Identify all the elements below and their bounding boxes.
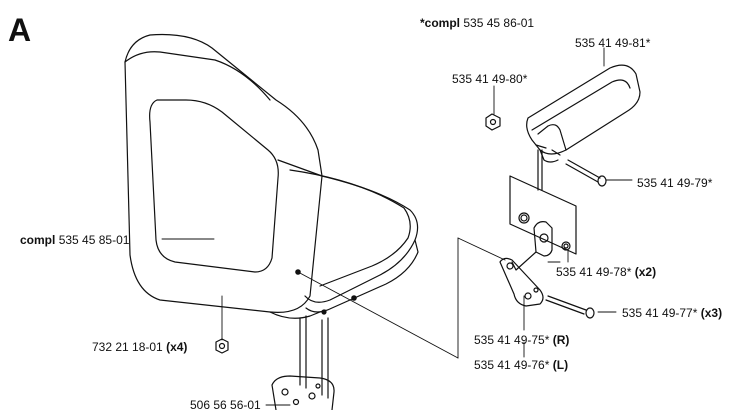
bolt-short (545, 295, 595, 319)
seat-cushion-outline (277, 159, 419, 303)
seat-rail-left (299, 315, 307, 389)
armrest-bracket (499, 221, 553, 307)
label-bracket-right: 535 41 49-75* (R) (474, 333, 570, 347)
bracket-plate (509, 175, 577, 255)
slide-rail-base (271, 375, 335, 410)
label-armrest-compl: *compl 535 45 86-01 (420, 16, 535, 30)
armrest-nut (485, 113, 501, 131)
bolt-long (535, 144, 607, 187)
seat-illustration (124, 33, 419, 410)
armrest-pad-illustration (526, 64, 641, 163)
label-armrest-pad: 535 41 49-81* (575, 36, 651, 50)
label-washer-bracket: 535 41 49-78* (x2) (556, 265, 657, 279)
label-bolt-long: 535 41 49-79* (637, 176, 713, 190)
label-slide-rail: 506 56 56-01 (190, 398, 261, 412)
seat-backrest-inner (149, 99, 279, 273)
seat-backrest-outline (124, 33, 323, 314)
section-letter: A (8, 12, 32, 48)
seat-nut (215, 338, 229, 354)
armrest-post (537, 149, 543, 191)
leader-lines (161, 47, 633, 406)
seat-rail-right (321, 317, 329, 399)
label-bracket-left: 535 41 49-76* (L) (474, 358, 569, 372)
label-armrest-nut: 535 41 49-80* (452, 72, 528, 86)
label-seat-compl: compl 535 45 85-01 (20, 233, 130, 247)
label-seat-nut: 732 21 18-01 (x4) (92, 340, 188, 354)
label-bolt-short: 535 41 49-77* (x3) (622, 306, 723, 320)
